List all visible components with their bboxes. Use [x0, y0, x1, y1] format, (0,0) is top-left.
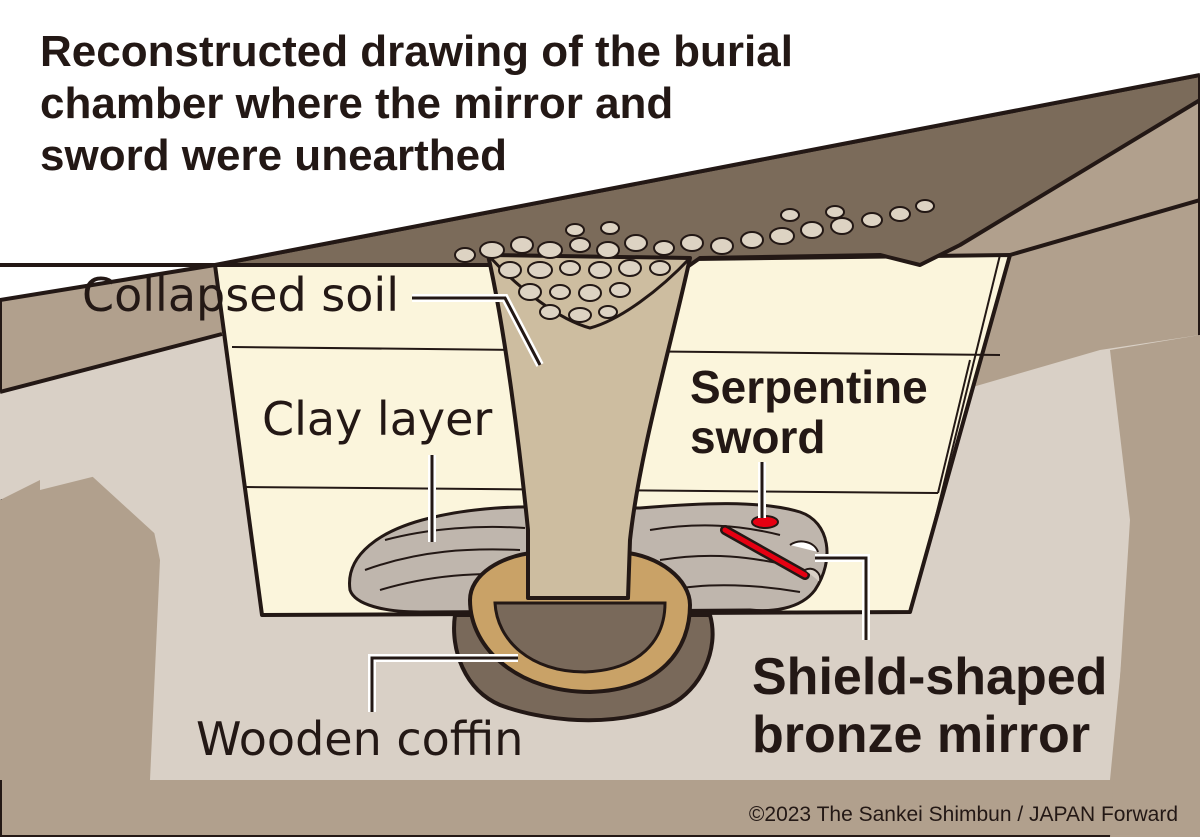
collapsed-soil-top	[486, 253, 692, 330]
ground-dark-right	[1110, 335, 1200, 837]
mirror-leader	[815, 556, 868, 640]
pit-right-edge	[1009, 198, 1200, 257]
clay-line	[364, 548, 521, 571]
label-line: Serpentine	[690, 361, 928, 413]
collapsed-soil-leader	[412, 296, 542, 366]
pit-left-edge	[0, 332, 223, 394]
title-line: sword were unearthed	[40, 131, 508, 180]
wooden-coffin-label: Wooden coffin	[196, 712, 524, 766]
clay-line	[384, 525, 526, 541]
sky	[0, 0, 1200, 265]
mirror-label: Shield-shaped bronze mirror	[752, 648, 1107, 764]
label-line: Shield-shaped	[752, 648, 1108, 706]
label-line: bronze mirror	[752, 706, 1091, 764]
copyright-notice: ©2023 The Sankei Shimbun / JAPAN Forward	[748, 803, 1178, 826]
pit-layer-line	[934, 254, 1001, 521]
serpentine-sword-label: Serpentine sword	[690, 362, 928, 462]
diagram-title: Reconstructed drawing of the burial cham…	[40, 26, 940, 182]
collapsed-soil-column	[486, 253, 692, 600]
wooden-coffin-leader	[370, 656, 518, 712]
label-line: sword	[690, 411, 826, 463]
pebbles	[454, 199, 935, 323]
clay-line	[649, 524, 781, 536]
ground-left-wedge	[0, 334, 470, 628]
title-line: Reconstructed drawing of the burial	[40, 27, 793, 76]
pit-layer-line	[937, 359, 971, 494]
clay-layer-label: Clay layer	[262, 392, 493, 446]
title-line: chamber where the mirror and	[40, 79, 674, 128]
sky-edge	[214, 73, 1200, 267]
ground-dark-left	[0, 465, 160, 780]
coffin-interior	[493, 601, 667, 674]
collapsed-soil-label: Collapsed soil	[82, 268, 399, 322]
